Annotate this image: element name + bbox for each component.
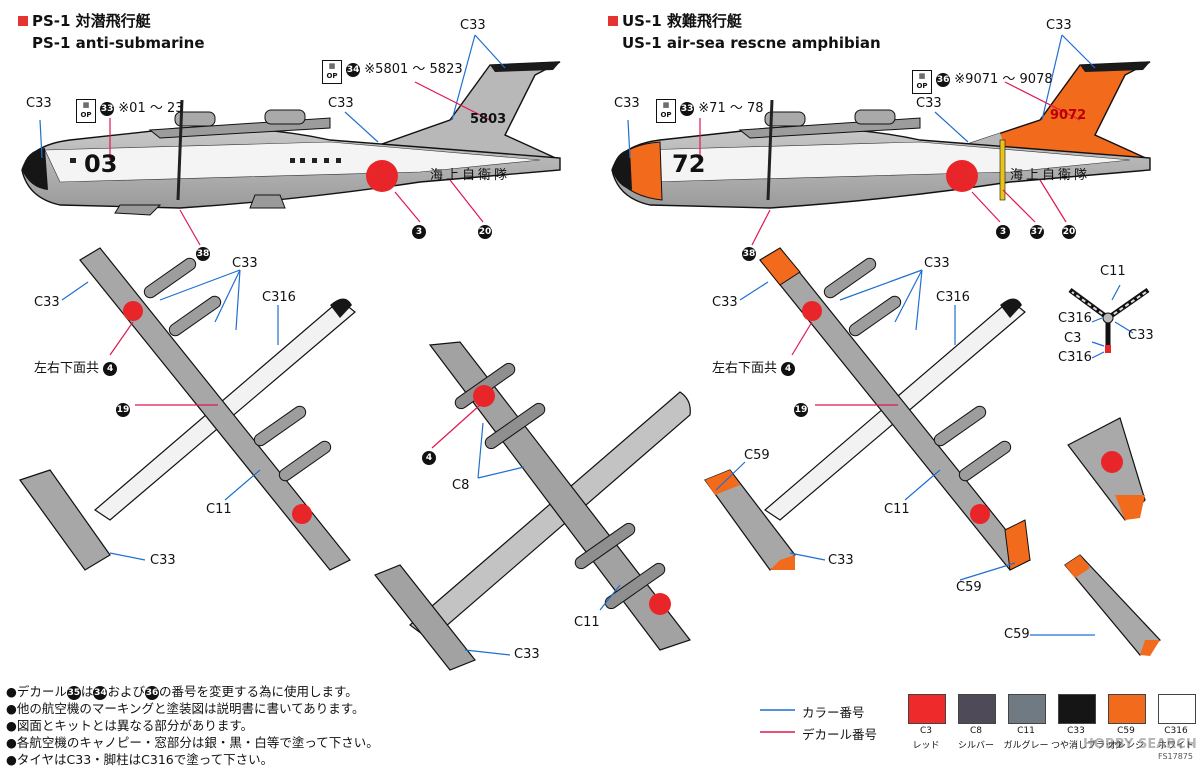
callout: C33 bbox=[460, 18, 486, 33]
op-decal-icon: ▦OP bbox=[656, 99, 676, 123]
swatch-c8 bbox=[958, 694, 996, 724]
callout: C33 bbox=[514, 647, 540, 662]
us1-top-view bbox=[704, 247, 1031, 581]
decal-marker: 38 bbox=[742, 247, 756, 261]
decal-marker: 19 bbox=[116, 403, 130, 417]
callout: C316 bbox=[936, 290, 970, 305]
swatch-c316 bbox=[1158, 694, 1196, 724]
ps1-side-view bbox=[21, 34, 561, 246]
callout: C33 bbox=[614, 96, 640, 111]
bottom-view bbox=[374, 341, 691, 671]
swatch-c3 bbox=[908, 694, 946, 724]
decal-marker: 20 bbox=[1062, 225, 1076, 239]
ps1-tail-serial: ▦OP 34 ※5801 ～ 5823 bbox=[322, 58, 463, 84]
decal-marker: 37 bbox=[1030, 225, 1044, 239]
swatch-name: シルバー bbox=[957, 741, 994, 751]
us1-nose-number: 72 bbox=[672, 150, 706, 178]
swatch-c11 bbox=[1008, 694, 1046, 724]
swatch-name: オレンジ bbox=[1107, 741, 1144, 751]
note-line: ●デカール35は34および36の番号を変更する為に使用します。 bbox=[6, 684, 358, 700]
swatch-code: C8 bbox=[969, 726, 982, 736]
callout: C316 bbox=[1058, 311, 1092, 326]
swatch-name: ホワイト bbox=[1157, 741, 1194, 751]
us1-tail-number: 9072 bbox=[1050, 108, 1087, 123]
us1-side-view bbox=[611, 34, 1151, 246]
note-line: ●図面とキットとは異なる部分があります。 bbox=[6, 718, 254, 733]
decal-marker: 3 bbox=[412, 220, 426, 239]
op-decal-icon: ▦OP bbox=[76, 99, 96, 123]
decal-marker: 4 bbox=[422, 446, 436, 465]
swatch-code: C59 bbox=[1117, 726, 1135, 736]
legend-color-number: カラー番号 bbox=[802, 705, 865, 720]
callout: C11 bbox=[1100, 264, 1126, 279]
callout: C33 bbox=[924, 256, 950, 271]
legend-decal-number: デカール番号 bbox=[802, 727, 878, 742]
callout: C316 bbox=[262, 290, 296, 305]
swatch-name: つや消しブラック bbox=[1051, 741, 1124, 751]
callout: C316 bbox=[1058, 350, 1092, 365]
ps1-nose-serial: ▦OP 33 ※01 ～ 23 bbox=[76, 97, 184, 123]
us1-tail-serial: ▦OP 36 ※9071 ～ 9078 bbox=[912, 68, 1053, 94]
us1-title-jp: US-1 救難飛行艇 bbox=[608, 12, 742, 30]
wingtip-detail bbox=[1030, 417, 1161, 656]
op-decal-icon: ▦OP bbox=[322, 60, 342, 84]
callout: C33 bbox=[328, 96, 354, 111]
callout: C33 bbox=[150, 553, 176, 568]
callout: C33 bbox=[26, 96, 52, 111]
us1-nose-serial: ▦OP 33 ※71 ～ 78 bbox=[656, 97, 764, 123]
swatch-name: ガルグレー bbox=[1003, 741, 1049, 751]
callout: C8 bbox=[452, 478, 470, 493]
decal-marker: 38 bbox=[196, 247, 210, 261]
ps1-side-text: 海上自衛隊 bbox=[430, 168, 511, 183]
callout: C11 bbox=[574, 615, 600, 630]
notes-block: ●デカール35は34および36の番号を変更する為に使用します。 ●他の航空機のマ… bbox=[6, 683, 379, 768]
swatch-c33 bbox=[1058, 694, 1096, 724]
swatch-code: C3 bbox=[919, 726, 932, 736]
callout: C33 bbox=[232, 256, 258, 271]
decal-marker: 20 bbox=[478, 225, 492, 239]
callout: C33 bbox=[712, 295, 738, 310]
note-line: ●他の航空機のマーキングと塗装図は説明書に書いてあります。 bbox=[6, 701, 365, 716]
note-line: ●各航空機のキャノピー・窓部分は銀・黒・白等で塗って下さい。 bbox=[6, 735, 379, 750]
callout: C11 bbox=[206, 502, 232, 517]
callout: C33 bbox=[34, 295, 60, 310]
ps1-tail-number: 5803 bbox=[470, 112, 507, 127]
op-decal-icon: ▦OP bbox=[912, 70, 932, 94]
watermark: HOBBY SEARCH bbox=[1083, 737, 1197, 752]
fs-code: FS17875 bbox=[1158, 752, 1193, 761]
callout: C59 bbox=[1004, 627, 1030, 642]
callout: C33 bbox=[1128, 328, 1154, 343]
callout: C11 bbox=[884, 502, 910, 517]
callout: C59 bbox=[744, 448, 770, 463]
swatch-code: C316 bbox=[1164, 726, 1188, 736]
note-line: ●タイヤはC33・脚柱はC316で塗って下さい。 bbox=[6, 752, 274, 767]
ps1-top-view bbox=[19, 247, 356, 571]
propeller-detail bbox=[1068, 284, 1150, 359]
callout: C33 bbox=[1046, 18, 1072, 33]
decal-marker: 3 bbox=[996, 220, 1010, 239]
under-note: 左右下面共 4 bbox=[712, 357, 796, 376]
decal-marker: 19 bbox=[794, 403, 808, 417]
under-note: 左右下面共 4 bbox=[34, 357, 118, 376]
callout: C33 bbox=[916, 96, 942, 111]
callout: C33 bbox=[828, 553, 854, 568]
callout: C59 bbox=[956, 580, 982, 595]
swatch-code: C11 bbox=[1017, 726, 1035, 736]
ps1-nose-number: 03 bbox=[84, 150, 118, 178]
us1-title-en: US-1 air-sea rescne amphibian bbox=[622, 34, 881, 52]
swatch-name: レッド bbox=[912, 741, 940, 751]
swatch-code: C33 bbox=[1067, 726, 1085, 736]
us1-side-text: 海上自衛隊 bbox=[1010, 168, 1091, 183]
ps1-title-jp: PS-1 対潜飛行艇 bbox=[18, 12, 151, 30]
callout: C3 bbox=[1064, 331, 1082, 346]
ps1-title-en: PS-1 anti-submarine bbox=[32, 34, 205, 52]
swatch-c59 bbox=[1108, 694, 1146, 724]
